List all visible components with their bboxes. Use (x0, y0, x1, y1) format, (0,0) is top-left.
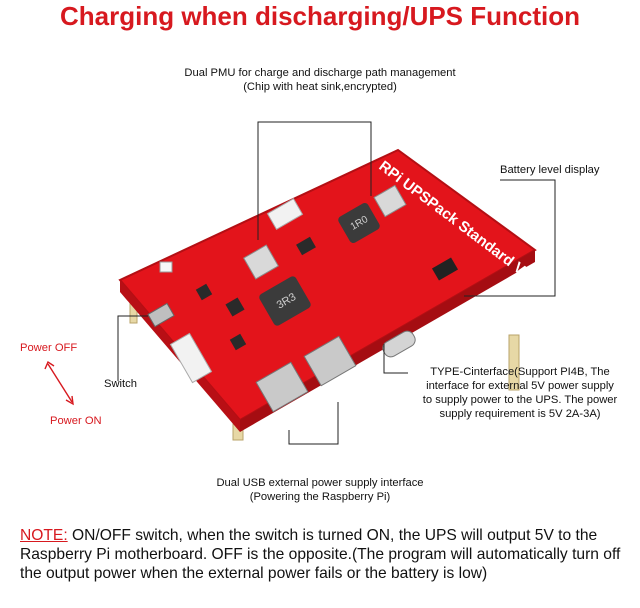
typec-label-line1: TYPE-Cinterface(Support PI4B, The (430, 366, 610, 378)
usb-port-1 (255, 361, 309, 413)
ups-board-illustration: RPi UPSPack Standard V3P 3R3 1R0 (44, 121, 556, 445)
inductor-1r0 (338, 202, 380, 244)
leader-lines (117, 121, 556, 445)
page-title: Charging when discharging/UPS Function (59, 1, 580, 31)
battery-connector (266, 198, 304, 230)
switch-label: Switch (104, 378, 137, 390)
battery-label: Battery level display (500, 164, 600, 176)
typec-label-line3: to supply power to the UPS. The power (422, 394, 618, 406)
power-on-label: Power ON (50, 415, 102, 427)
note-text: ON/OFF switch, when the switch is turned… (20, 527, 621, 582)
power-off-label: Power OFF (20, 342, 78, 354)
power-switch (147, 302, 175, 328)
inductor-3r3 (259, 276, 311, 326)
usb-label-line2: (Powering the Raspberry Pi) (249, 491, 391, 503)
pmu-heatsinks (243, 184, 407, 280)
typec-label-line4: supply requirement is 5V 2A-3A) (439, 408, 601, 420)
note-paragraph: NOTE: ON/OFF switch, when the switch is … (20, 526, 630, 583)
usb-label-line1: Dual USB external power supply interface (216, 477, 424, 489)
side-connector (169, 332, 213, 384)
battery-level-chip (431, 257, 459, 281)
note-tag: NOTE: (20, 527, 68, 544)
typec-label-line2: interface for external 5V power supply (426, 380, 614, 392)
power-switch-arrow (44, 360, 74, 406)
usb-port-2 (303, 335, 357, 387)
pmu-label-line2: (Chip with heat sink,encrypted) (243, 81, 397, 93)
pmu-label-line1: Dual PMU for charge and discharge path m… (184, 67, 456, 79)
